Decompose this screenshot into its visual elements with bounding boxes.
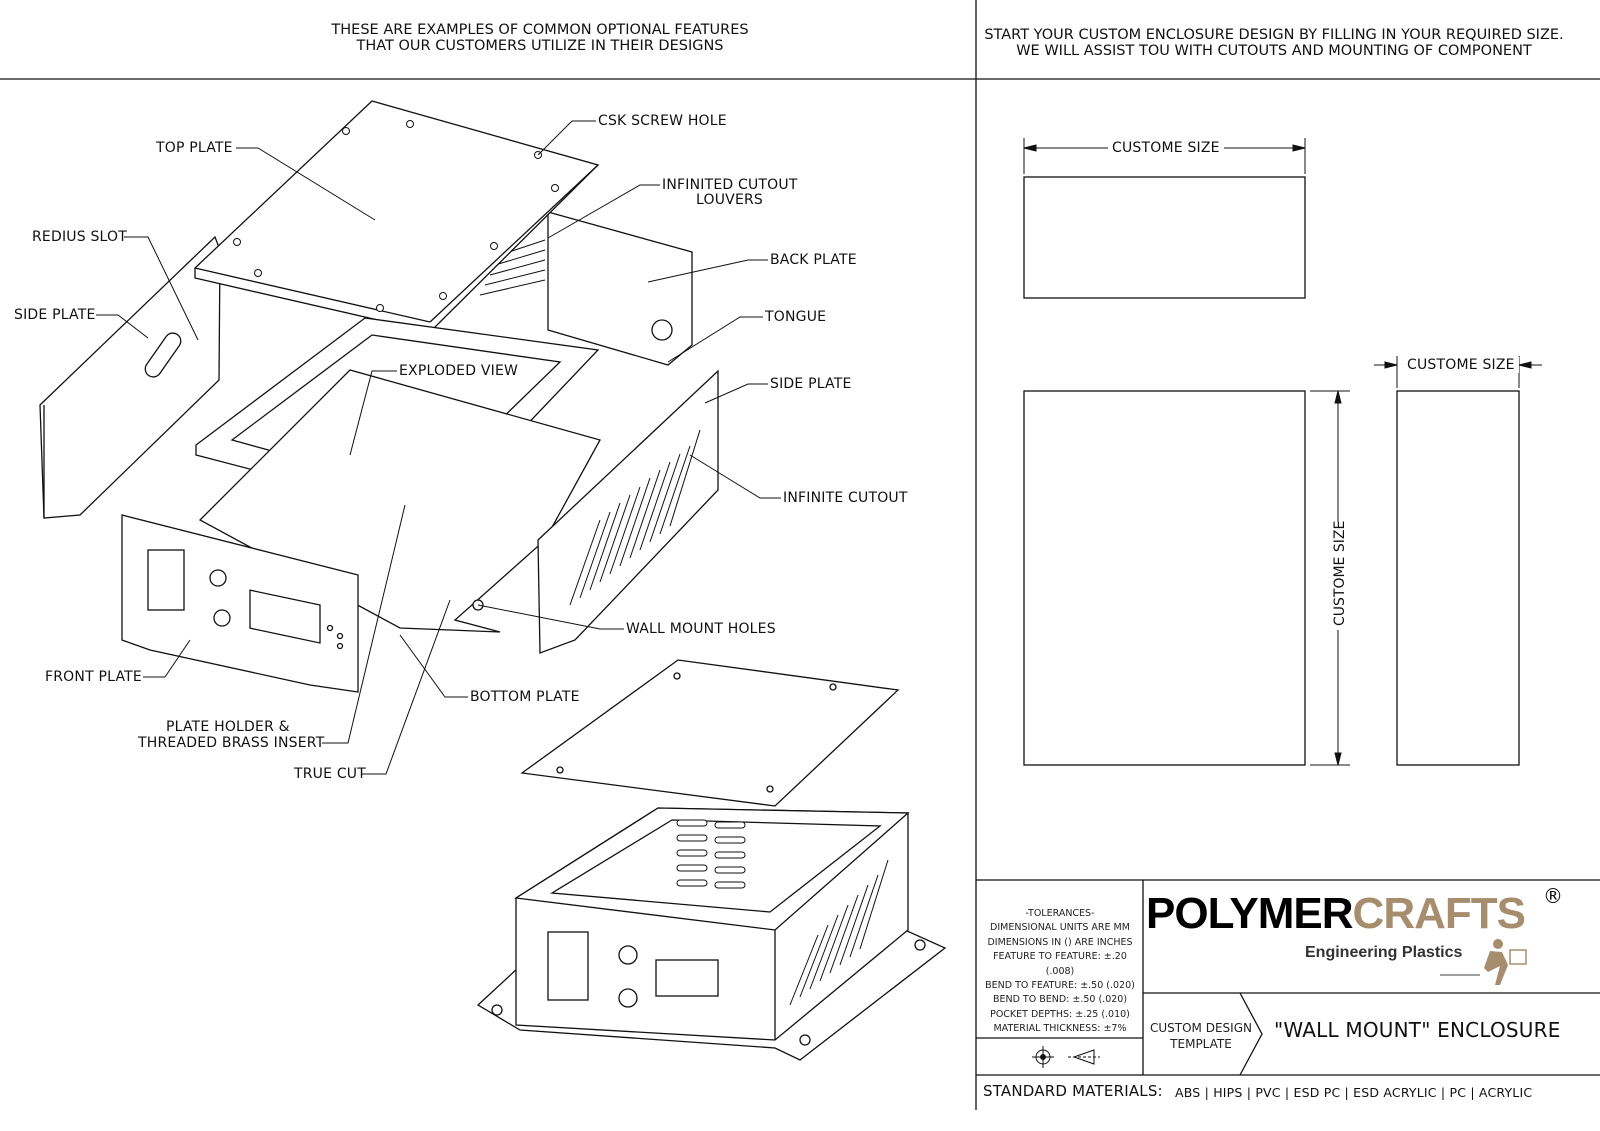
callout-threaded-brass-insert: THREADED BRASS INSERT — [138, 735, 325, 751]
callout-redius-slot: REDIUS SLOT — [32, 229, 128, 245]
tolerance-line: FEATURE TO FEATURE: ±.20 (.008) — [993, 951, 1127, 977]
callout-infinite-cutout: INFINITE CUTOUT — [783, 490, 908, 506]
assembled-enclosure-illustration — [476, 659, 947, 1061]
right-header-line: WE WILL ASSIST TOU WITH CUTOUTS AND MOUN… — [1016, 43, 1532, 59]
callout-louvers: LOUVERS — [696, 192, 764, 208]
document-type: CUSTOM DESIGN TEMPLATE — [1145, 1020, 1257, 1052]
top-view-rect — [1023, 176, 1306, 299]
exploded-enclosure-illustration — [39, 100, 719, 693]
running-man-logo-icon — [1440, 939, 1527, 985]
tolerance-line: DIMENSIONAL UNITS ARE MM — [990, 922, 1130, 934]
leader-lines — [96, 120, 781, 775]
callout-tongue: TONGUE — [765, 309, 827, 325]
document-type-line: TEMPLATE — [1170, 1037, 1232, 1051]
tolerance-line: POCKET DEPTHS: ±.25 (.010) — [990, 1008, 1130, 1020]
callout-infinited-cutout: INFINITED CUTOUT — [662, 177, 798, 193]
tolerances-block: -TOLERANCES- DIMENSIONAL UNITS ARE MM DI… — [978, 907, 1142, 1037]
left-header-line: THESE ARE EXAMPLES OF COMMON OPTIONAL FE… — [331, 22, 749, 38]
callout-exploded-view: EXPLODED VIEW — [399, 363, 519, 379]
tolerance-line: BEND TO FEATURE: ±.50 (.020) — [985, 980, 1135, 992]
callout-true-cut: TRUE CUT — [294, 766, 366, 782]
right-header: START YOUR CUSTOM ENCLOSURE DESIGN BY FI… — [978, 27, 1570, 59]
dimension-depth-label: CUSTOME SIZE — [1403, 357, 1519, 373]
callout-csk-screw-hole: CSK SCREW HOLE — [598, 113, 727, 129]
document-type-line: CUSTOM DESIGN — [1150, 1021, 1252, 1035]
callout-top-plate: TOP PLATE — [156, 140, 233, 156]
callout-side-plate-left: SIDE PLATE — [14, 307, 96, 323]
assembled-top-plate — [520, 659, 900, 807]
callout-back-plate: BACK PLATE — [770, 252, 857, 268]
registered-mark: ® — [1543, 884, 1563, 908]
callout-wall-mount-holes: WALL MOUNT HOLES — [626, 621, 776, 637]
callout-plate-holder: PLATE HOLDER & — [166, 719, 290, 735]
tolerance-line: BEND TO BEND: ±.50 (.020) — [992, 994, 1128, 1006]
tolerance-line: DIMENSIONS IN () ARE INCHES — [987, 936, 1133, 948]
dimension-lines — [1023, 138, 1542, 766]
side-view-rect — [1396, 390, 1520, 766]
front-view-rect — [1023, 390, 1306, 766]
back-plate — [547, 211, 693, 366]
drawing-title: "WALL MOUNT" ENCLOSURE — [1274, 1018, 1561, 1042]
dimension-width-label: CUSTOME SIZE — [1108, 140, 1224, 156]
projection-symbol-icon — [1032, 1046, 1100, 1068]
right-header-line: START YOUR CUSTOM ENCLOSURE DESIGN BY FI… — [984, 27, 1564, 43]
materials-list: ABS | HIPS | PVC | ESD PC | ESD ACRYLIC … — [1175, 1085, 1533, 1100]
left-header: THESE ARE EXAMPLES OF COMMON OPTIONAL FE… — [290, 22, 790, 54]
left-side-plate — [39, 235, 221, 519]
company-logo: POLYMERCRAFTS — [1146, 889, 1526, 938]
top-plate — [194, 100, 600, 333]
callout-bottom-plate: BOTTOM PLATE — [470, 689, 580, 705]
template-views — [1023, 176, 1520, 766]
logo-tagline: Engineering Plastics — [1305, 944, 1463, 961]
callout-side-plate-right: SIDE PLATE — [770, 376, 852, 392]
logo-text-polymer: POLYMER — [1146, 889, 1354, 938]
logo-text-crafts: CRAFTS — [1352, 889, 1526, 938]
tolerance-line: MATERIAL THICKNESS: ±7% — [993, 1023, 1127, 1035]
dimension-height-label: CUSTOME SIZE — [1332, 521, 1348, 630]
callout-front-plate: FRONT PLATE — [45, 669, 142, 685]
tolerance-line: -TOLERANCES- — [1025, 908, 1095, 919]
materials-label: STANDARD MATERIALS: — [983, 1082, 1163, 1100]
left-header-line: THAT OUR CUSTOMERS UTILIZE IN THEIR DESI… — [356, 38, 724, 54]
right-side-plate — [537, 369, 719, 654]
